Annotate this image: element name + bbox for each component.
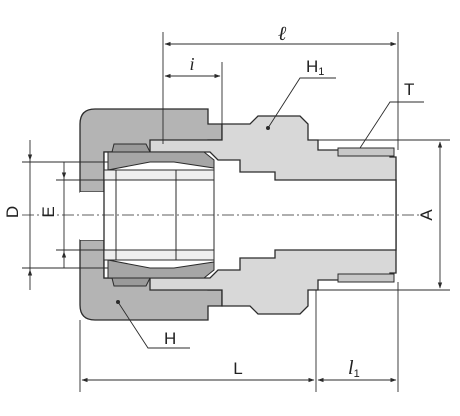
labels: ℓ i H1 T D E A H L l1 <box>3 23 436 380</box>
ferrule-rear-bottom <box>111 277 151 287</box>
dimension-lines <box>27 41 443 383</box>
label-H: H <box>164 329 176 348</box>
thread-bottom <box>337 273 395 283</box>
extension-lines <box>22 32 450 392</box>
ferrule-bottom <box>107 259 215 279</box>
label-i: i <box>189 54 194 74</box>
tube <box>103 160 215 270</box>
thread-top <box>337 147 395 157</box>
nut-bore <box>80 192 104 240</box>
leader-H1 <box>267 77 336 129</box>
ferrules <box>107 143 215 287</box>
label-H1: H1 <box>306 57 324 78</box>
label-l1: l1 <box>348 357 360 380</box>
tube-wall-bottom <box>103 249 215 261</box>
ferrule-top <box>107 151 215 171</box>
ferrule-rear-top <box>111 143 151 153</box>
label-l: ℓ <box>278 23 287 45</box>
tube-wall-top <box>103 169 215 181</box>
leader-lines <box>116 77 424 349</box>
label-A: A <box>417 209 436 221</box>
label-D: D <box>3 206 22 218</box>
label-L: L <box>233 359 242 378</box>
label-T: T <box>404 80 414 99</box>
leader-T <box>359 101 424 149</box>
label-E: E <box>39 206 58 217</box>
leader-H <box>117 301 190 349</box>
